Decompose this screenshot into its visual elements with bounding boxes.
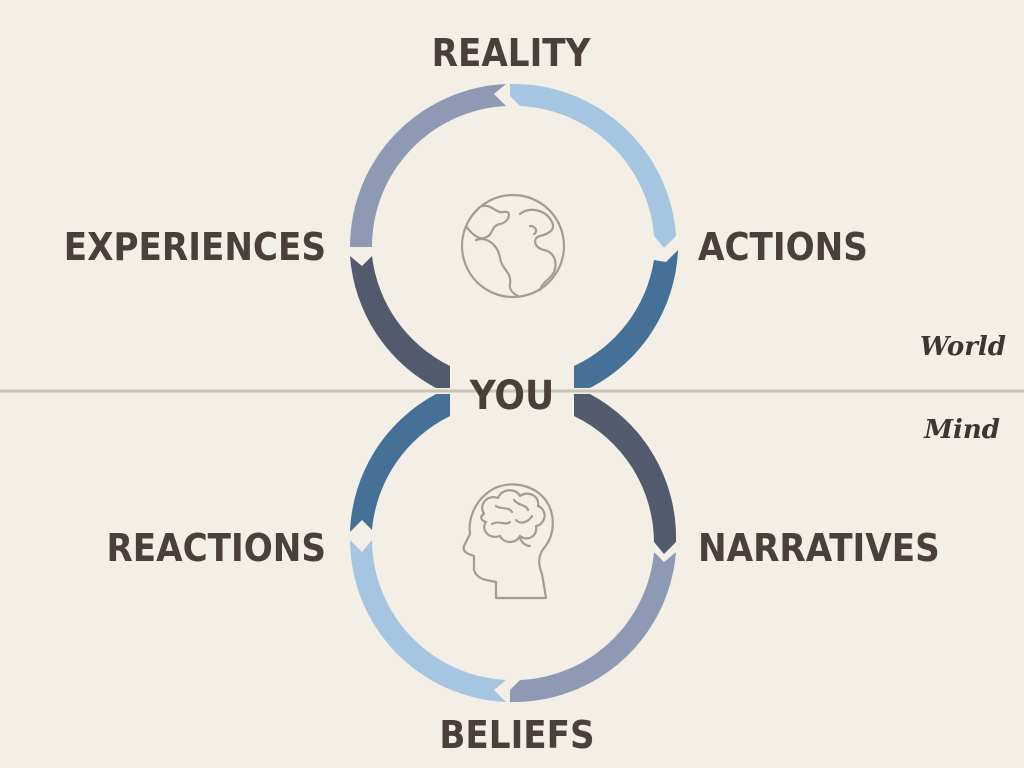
arc-actions-to-you — [574, 250, 678, 388]
arc-reality-to-actions — [510, 83, 676, 248]
zone-label-world: World — [920, 332, 1006, 362]
arc-reactions-to-beliefs — [350, 540, 506, 702]
label-experiences: EXPERIENCES — [64, 225, 326, 269]
lower-loop — [350, 394, 677, 703]
globe-icon — [460, 193, 566, 299]
label-reality: REALITY — [432, 31, 592, 75]
arc-beliefs-to-narratives — [510, 552, 676, 703]
arc-experiences-to-reality — [349, 84, 506, 247]
arc-you-to-narratives — [574, 394, 677, 554]
label-beliefs: BELIEFS — [439, 713, 594, 757]
label-you: YOU — [469, 373, 554, 419]
upper-loop — [349, 83, 678, 388]
label-reactions: REACTIONS — [106, 526, 326, 570]
arc-you-to-reactions — [350, 394, 450, 532]
zone-label-mind: Mind — [923, 415, 1000, 445]
label-narratives: NARRATIVES — [698, 526, 940, 570]
head-brain-icon — [462, 483, 554, 600]
label-actions: ACTIONS — [698, 225, 868, 269]
arc-you-to-experiences — [350, 256, 450, 388]
